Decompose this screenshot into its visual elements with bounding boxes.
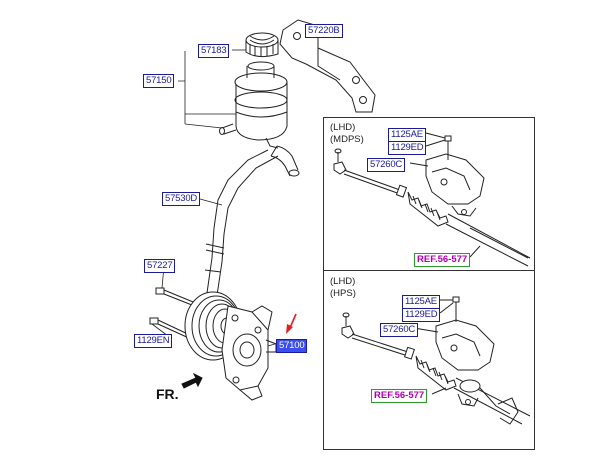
forward-arrow-icon <box>181 372 203 389</box>
inset-mdps-drawing <box>333 132 531 267</box>
label-bracket[interactable]: 57220B <box>305 24 343 38</box>
reservoir <box>219 61 288 149</box>
inset-hps-ref[interactable]: REF.56-577 <box>371 389 428 403</box>
inset-mdps-bolt-a[interactable]: 1125AE <box>388 128 426 142</box>
label-pump[interactable]: 57100 <box>276 339 308 353</box>
label-reservoir[interactable]: 57150 <box>143 74 175 88</box>
inset-hps-cover[interactable]: 57260C <box>380 323 419 337</box>
inset-hps-title-2: (HPS) <box>330 288 356 299</box>
inset-mdps-ref[interactable]: REF.56-577 <box>414 253 471 267</box>
inset-hps-drawing <box>341 296 531 425</box>
inset-mdps-cover[interactable]: 57260C <box>367 158 406 172</box>
inset-mdps-bolt-b[interactable]: 1129ED <box>388 141 427 155</box>
inset-mdps-title-1: (LHD) <box>330 122 356 133</box>
inset-hps-title-1: (LHD) <box>330 276 356 287</box>
direction-label: FR. <box>156 386 179 402</box>
inset-hps-bolt-b[interactable]: 1129ED <box>402 308 441 322</box>
reservoir-cap <box>245 32 279 58</box>
label-reservoir-cap[interactable]: 57183 <box>198 44 230 58</box>
bolt-upper <box>155 287 199 308</box>
label-bolt-upper[interactable]: 57227 <box>144 259 176 273</box>
inset-hps-bolt-a[interactable]: 1125AE <box>402 295 440 309</box>
label-hose[interactable]: 57530D <box>162 192 201 206</box>
inset-mdps-title-2: (MDPS) <box>330 134 364 145</box>
pointer-arrow <box>286 313 297 334</box>
inset-hps-frame <box>323 270 535 450</box>
label-bolt-lower[interactable]: 1129EN <box>134 334 173 348</box>
pump-body <box>221 305 277 401</box>
